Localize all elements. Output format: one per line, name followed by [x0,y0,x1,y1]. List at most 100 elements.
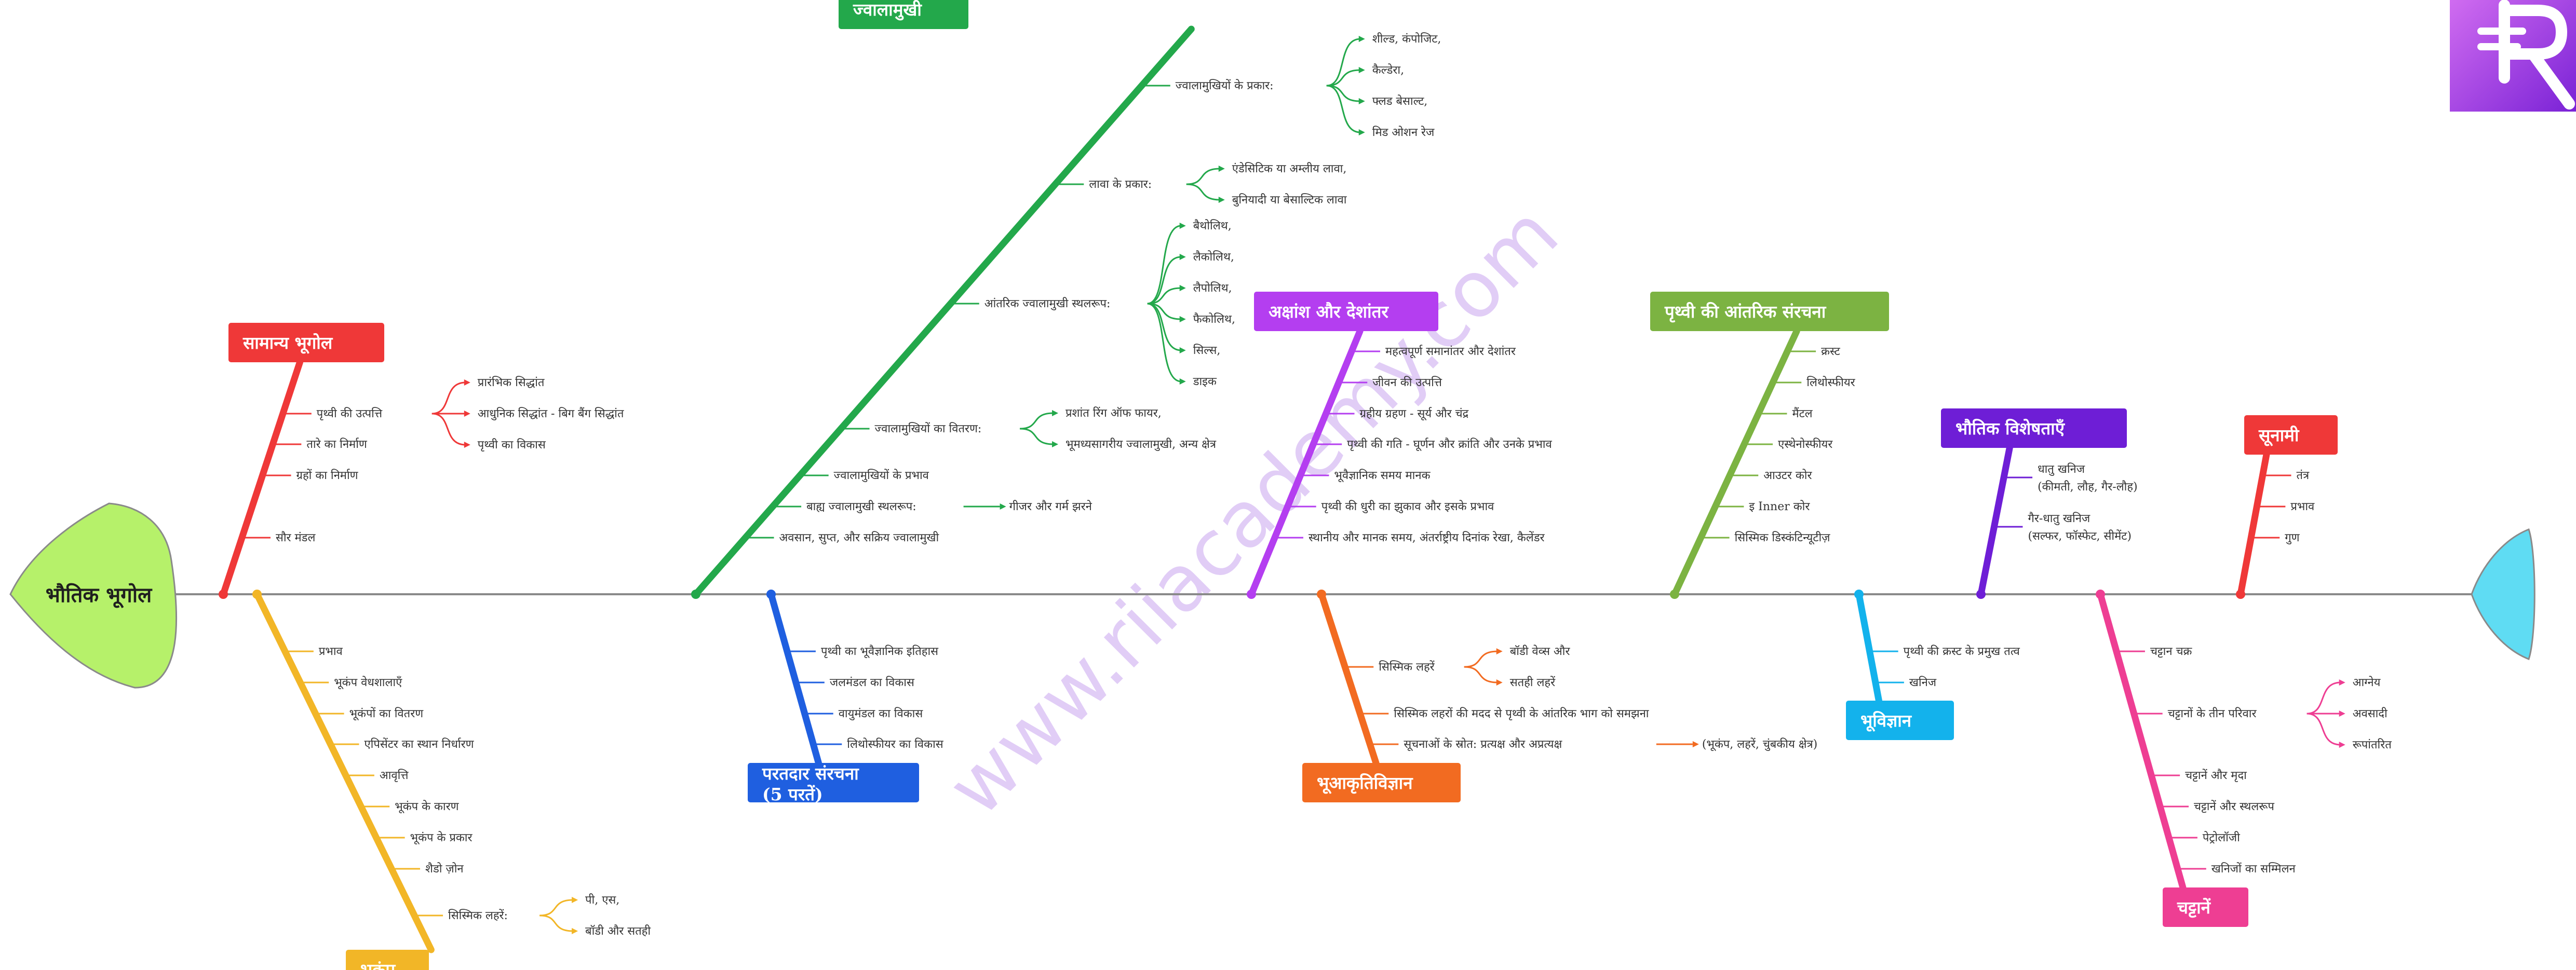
branch-item: जलमंडल का विकास [795,676,915,689]
item-label: शैडो ज़ोन [425,862,464,876]
branch-label: भूआकृतिविज्ञान [1317,773,1413,794]
branch-item: जीवन की उत्पत्ति [1339,376,1442,389]
sub-item: (भूकंप, लहरें, चुंबकीय क्षेत्र) [1656,737,1817,752]
branch-item: आवृत्ति [345,769,409,782]
sub-item: अवसादी [2307,707,2388,720]
branch-item: खनिज [1875,676,1937,689]
branch-item: पेट्रोलॉजी [2168,831,2240,844]
sub-item: फ्लड बेसाल्ट, [1326,85,1427,108]
branch-label-box [748,763,919,802]
sub-item-label: मिड ओशन रेज [1372,126,1435,139]
item-label: ज्वालामुखियों का वितरण: [875,422,982,435]
branch-item: भूकंप के प्रकार [376,831,473,845]
item-label: गुण [2285,531,2300,544]
sub-item-label: गीजर और गर्म झरने [1009,500,1093,513]
branch-item: तारे का निर्माण [273,438,368,451]
sub-item: एंडेसिटिक या अम्लीय लावा, [1186,162,1347,185]
branch-label: भूविज्ञान [1860,711,1912,732]
branch-item: इ Inner कोर [1715,500,1810,513]
item-label: जलमंडल का विकास [830,676,915,689]
branch-label-box [1941,408,2127,448]
branch-label-box [228,323,384,362]
sub-item-label: एंडेसिटिक या अम्लीय लावा, [1232,162,1347,175]
sub-item: बॉडी वेव्स और [1464,645,1571,668]
branch-item: क्रस्ट [1787,345,1841,358]
sub-item-label: बॉडी वेव्स और [1510,645,1571,658]
branch-bone [220,359,303,598]
branch-label: भूकंप [360,960,396,970]
item-label: गैर-धातु खनिज(सल्फर, फॉस्फेट, सीमेंट) [2028,512,2132,543]
branch-item: ज्वालामुखियों के प्रकार:शील्ड, कंपोजिट,क… [1141,32,1441,139]
branch-item: ज्वालामुखियों के प्रभाव [800,469,929,482]
sub-item: भूमध्यसागरीय ज्वालामुखी, अन्य क्षेत्र [1020,428,1217,452]
branch-item: आउटर कोर [1730,469,1812,482]
branch-item: गुण [2251,531,2300,544]
sub-item: पृथ्वी का विकास [431,413,546,452]
item-label: पृथ्वी की उत्पत्ति [317,407,383,420]
item-label: पेट्रोलॉजी [2203,831,2240,844]
branch-item: प्रभाव [285,645,343,658]
sub-item-label: प्रशांत रिंग ऑफ फायर, [1066,406,1162,420]
item-label: खनिज [1909,676,1937,689]
item-label: एपिसेंटर का स्थान निर्धारण [364,737,474,751]
item-label: जीवन की उत्पत्ति [1372,376,1442,389]
item-label: चट्टान चक्र [2150,645,2193,658]
fish-head [9,502,178,689]
branch-label-box [2163,887,2248,927]
sub-item: पी, एस, [540,893,619,917]
sub-item: मिड ओशन रेज [1326,85,1435,139]
sub-item: प्रारंभिक सिद्धांत [431,376,545,415]
branch-item: गैर-धातु खनिज(सल्फर, फॉस्फेट, सीमेंट) [1994,512,2132,543]
item-label: सिस्मिक डिस्कंटिन्यूटीज़ [1735,531,1831,545]
branch-label-box [1254,292,1438,331]
branch-joint [691,590,700,599]
sub-item-label: सतही लहरें [1510,676,1556,689]
branch-4: परतदार संरचना(5 परतें)पृथ्वी का भूवैज्ञा… [748,590,944,804]
sub-item-label: बॉडी और सतही [585,924,651,938]
branch-label-box [346,950,429,970]
branch-11: सूनामीतंत्रप्रभावगुण [2236,415,2338,599]
branch-bone [767,591,822,767]
branch-item: सूचनाओं के स्रोत: प्रत्यक्ष और अप्रत्यक्… [1370,737,1817,752]
branch-item: अवसान, सुप्त, और सक्रिय ज्वालामुखी [745,531,939,544]
branch-item: आंतरिक ज्वालामुखी स्थलरूप:बैथोलिथ,लैकोलि… [950,219,1235,388]
branch-item: पृथ्वी की क्रस्ट के प्रमुख तत्व [1869,645,2020,658]
item-label: सूचनाओं के स्रोत: प्रत्यक्ष और अप्रत्यक्… [1404,737,1562,752]
item-label: तंत्र [2296,469,2310,482]
branch-2: भूकंपप्रभावभूकंप वेधशालाएँभूकंपों का वित… [252,590,651,970]
sub-item: बुनियादी या बेसाल्टिक लावा [1186,183,1347,207]
branch-item: भूकंप वेधशालाएँ [300,676,402,690]
branch-item: चट्टानें और स्थलरूप [2160,800,2274,813]
item-label: आवृत्ति [380,769,409,782]
sub-item-label: बैथोलिथ, [1193,219,1232,233]
branch-item: लिथोस्फीयर [1773,376,1856,389]
item-label: खनिजों का सम्मिलन [2211,862,2296,876]
branch-1: सामान्य भूगोल पृथ्वी की उत्पत्ति प्रारंभिक… [219,323,624,599]
branch-bone [253,591,435,953]
branch-item: ज्वालामुखियों का वितरण: प्रशांत रिंग ऑफ फ… [841,406,1217,452]
branch-label: पृथ्वी की आंतरिक संरचना [1664,302,1827,323]
branch-bone [1318,591,1380,767]
item-label: भूकंप के कारण [395,800,459,814]
r-logo-icon [2450,0,2576,112]
item-label: भूकंप के प्रकार [410,831,473,845]
branch-joint [2096,590,2105,599]
item-label: वायुमंडल का विकास [839,707,924,720]
sub-item-label: आग्नेय [2353,676,2381,689]
branch-item: बाह्य ज्वालामुखी स्थलरूप:गीजर और गर्म झर… [773,500,1093,513]
branch-label-box [1650,292,1889,331]
sub-item: सिल्स, [1147,303,1220,357]
branch-joint [219,590,228,599]
sub-item: आधुनिक सिद्धांत - बिग बैंग सिद्धांत [431,407,624,420]
sub-item-label: लैपोलिथ, [1193,281,1232,295]
branch-label: सामान्य भूगोल [242,333,333,354]
branch-item: मैंटल [1758,407,1813,420]
fish-tail [2471,528,2535,660]
sub-item: फैकोलिथ, [1147,303,1235,326]
branch-label-box [1846,701,1954,740]
branch-label: ज्वालामुखी [853,0,922,21]
item-label: ग्रहीय ग्रहण - सूर्य और चंद्र [1360,407,1469,421]
item-label: मैंटल [1792,407,1813,420]
item-label: तारे का निर्माण [306,438,368,451]
